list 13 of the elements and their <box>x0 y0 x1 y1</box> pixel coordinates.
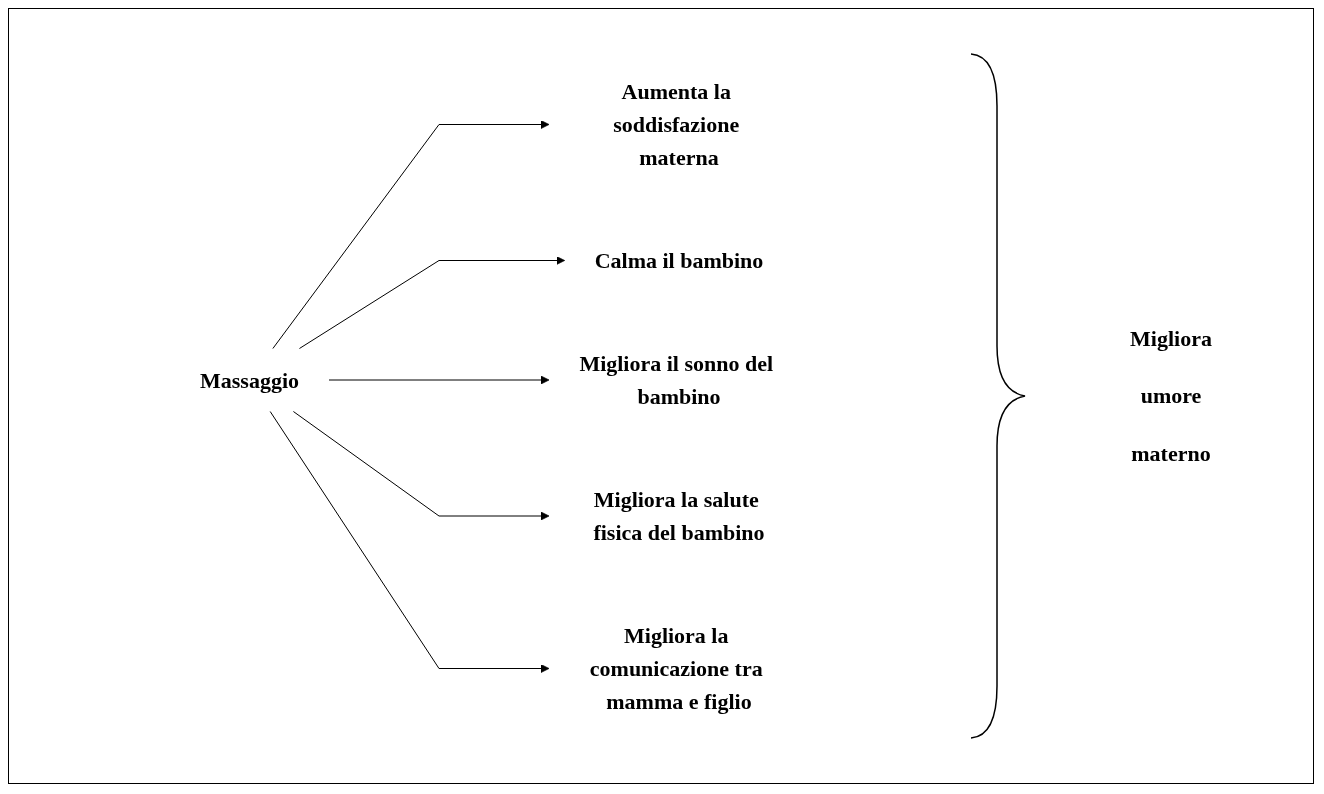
arrow <box>269 410 549 673</box>
node-text: Migliora la comunicazione tra mamma e figlio <box>589 622 763 714</box>
arrow <box>271 119 549 349</box>
node-text: Calma il bambino <box>594 247 763 273</box>
node-text: Migliora il sonno del bambino <box>578 350 773 409</box>
bracket-label: Migliora umore materno <box>1129 325 1213 468</box>
arrow <box>328 375 549 384</box>
node-text: Massaggio <box>199 367 299 392</box>
node-text: Aumenta la soddisfazione materna <box>612 78 739 170</box>
arrow <box>292 410 549 520</box>
arrow <box>298 255 565 349</box>
page-border: Massaggio Aumenta la soddisfazione materna Calma il bambino Migliora il sonno del bambino Migliora la salute fisica del bambino Migliora la comunicazione tra mamma e figlio Migliora umore materno <box>8 8 1314 784</box>
node-text: Migliora la salute fisica del bambino <box>592 486 765 545</box>
